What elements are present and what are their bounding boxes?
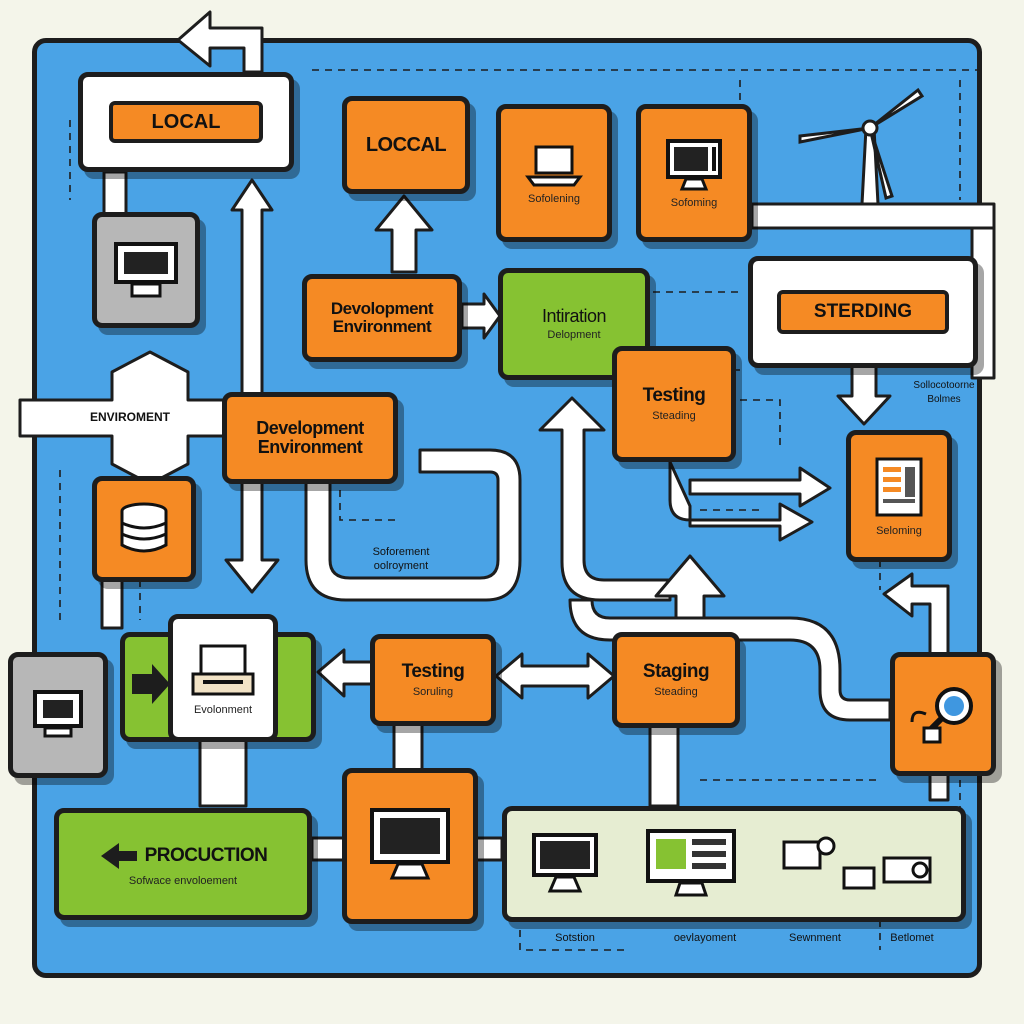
staging-sub: Steading [654, 685, 698, 698]
staging-title: Staging [642, 661, 710, 683]
search-icon [910, 687, 973, 744]
monitor-icon [532, 833, 598, 893]
dev-env-b-title: Development Environment [256, 418, 364, 457]
local-node[interactable]: LOCAL [78, 72, 294, 172]
laptop-tile-caption: Sofolening [528, 193, 580, 205]
production-sub: Sofwace envoloement [128, 875, 238, 887]
testing-b-sub: Soruling [412, 685, 454, 698]
document-tile-caption: Seloming [876, 525, 922, 537]
loop-caption-1: Soforement [372, 546, 430, 558]
arrow-curve-right [568, 598, 892, 722]
search-tile[interactable] [890, 652, 996, 776]
arrow-left-icon [100, 843, 137, 869]
production-node[interactable]: PROCUCTION Sofwace envoloement [54, 808, 312, 920]
local-label: LOCAL [109, 101, 263, 143]
bottom-label-1: Sotstion [555, 932, 595, 944]
dashboard-monitor-icon [646, 829, 736, 897]
local-monitor-tile[interactable] [92, 212, 200, 328]
laptop-tile[interactable]: Sofolening [496, 104, 612, 242]
loccal-label: LOCCAL [365, 133, 447, 156]
laptop-icon [525, 145, 583, 187]
vertical-arrow-left [224, 178, 280, 594]
dev-env-a-node[interactable]: Devolopment Environment [302, 274, 462, 362]
staging-node[interactable]: Staging Steading [612, 632, 740, 728]
sterding-label: STERDING [777, 290, 949, 334]
testing-a-title: Testing [642, 385, 706, 407]
monitor-icon [114, 242, 178, 298]
integration-title: Intiration [541, 305, 607, 326]
sterding-node[interactable]: STERDING [748, 256, 978, 368]
database-tile[interactable] [92, 476, 196, 582]
bottom-label-4: Betlomet [890, 932, 934, 944]
loop-caption-2: oolroyment [373, 560, 429, 572]
testing-b-node[interactable]: Testing Soruling [370, 634, 496, 726]
monitor-icon [370, 808, 450, 880]
printer-icon [191, 644, 255, 696]
arrow-to-testing-b [316, 648, 374, 698]
arrow-testing-to-doc [668, 460, 814, 542]
dev-env-a-title: Devolopment Environment [330, 299, 434, 336]
production-title: PROCUCTION [144, 845, 268, 867]
testing-a-sub: Steading [652, 409, 696, 422]
left-monitor-tile[interactable] [8, 652, 108, 778]
computer-tile[interactable]: Sofoming [636, 104, 752, 242]
database-icon [120, 502, 168, 553]
return-arrow-top [176, 10, 264, 74]
deploy-caption: Evolonment [193, 704, 253, 716]
testing-a-node[interactable]: Testing Steading [612, 346, 736, 462]
computer-icon [666, 139, 722, 191]
arrow-up-staging [654, 554, 726, 638]
environment-banner-label: ENVIROMENT [89, 410, 170, 424]
testing-b-title: Testing [401, 661, 465, 683]
dev-env-b-node[interactable]: Development Environment [222, 392, 398, 484]
integration-sub: Delopment [547, 329, 601, 342]
arrow-testing-staging [494, 652, 616, 700]
document-tile[interactable]: Seloming [846, 430, 952, 562]
right-note-1: Sollocotoorne [913, 380, 975, 391]
computer-tile-caption: Sofoming [670, 197, 718, 209]
monitor-icon [33, 690, 83, 738]
arrow-up-loccal [374, 194, 434, 274]
production-monitor-tile[interactable] [342, 768, 478, 924]
server-icon [782, 836, 932, 890]
arrow-sterding-down [836, 364, 892, 426]
right-note-2: Bolmes [927, 394, 961, 405]
loop-arrow [304, 448, 522, 602]
deploy-node[interactable]: Evolonment [168, 614, 278, 742]
infrastructure-panel [502, 806, 966, 922]
bottom-label-3: Sewnment [789, 932, 841, 944]
bottom-label-2: oevlayoment [673, 932, 737, 944]
loccal-node[interactable]: LOCCAL [342, 96, 470, 194]
arrow-dev-to-integration [460, 292, 502, 340]
document-icon [875, 457, 923, 517]
